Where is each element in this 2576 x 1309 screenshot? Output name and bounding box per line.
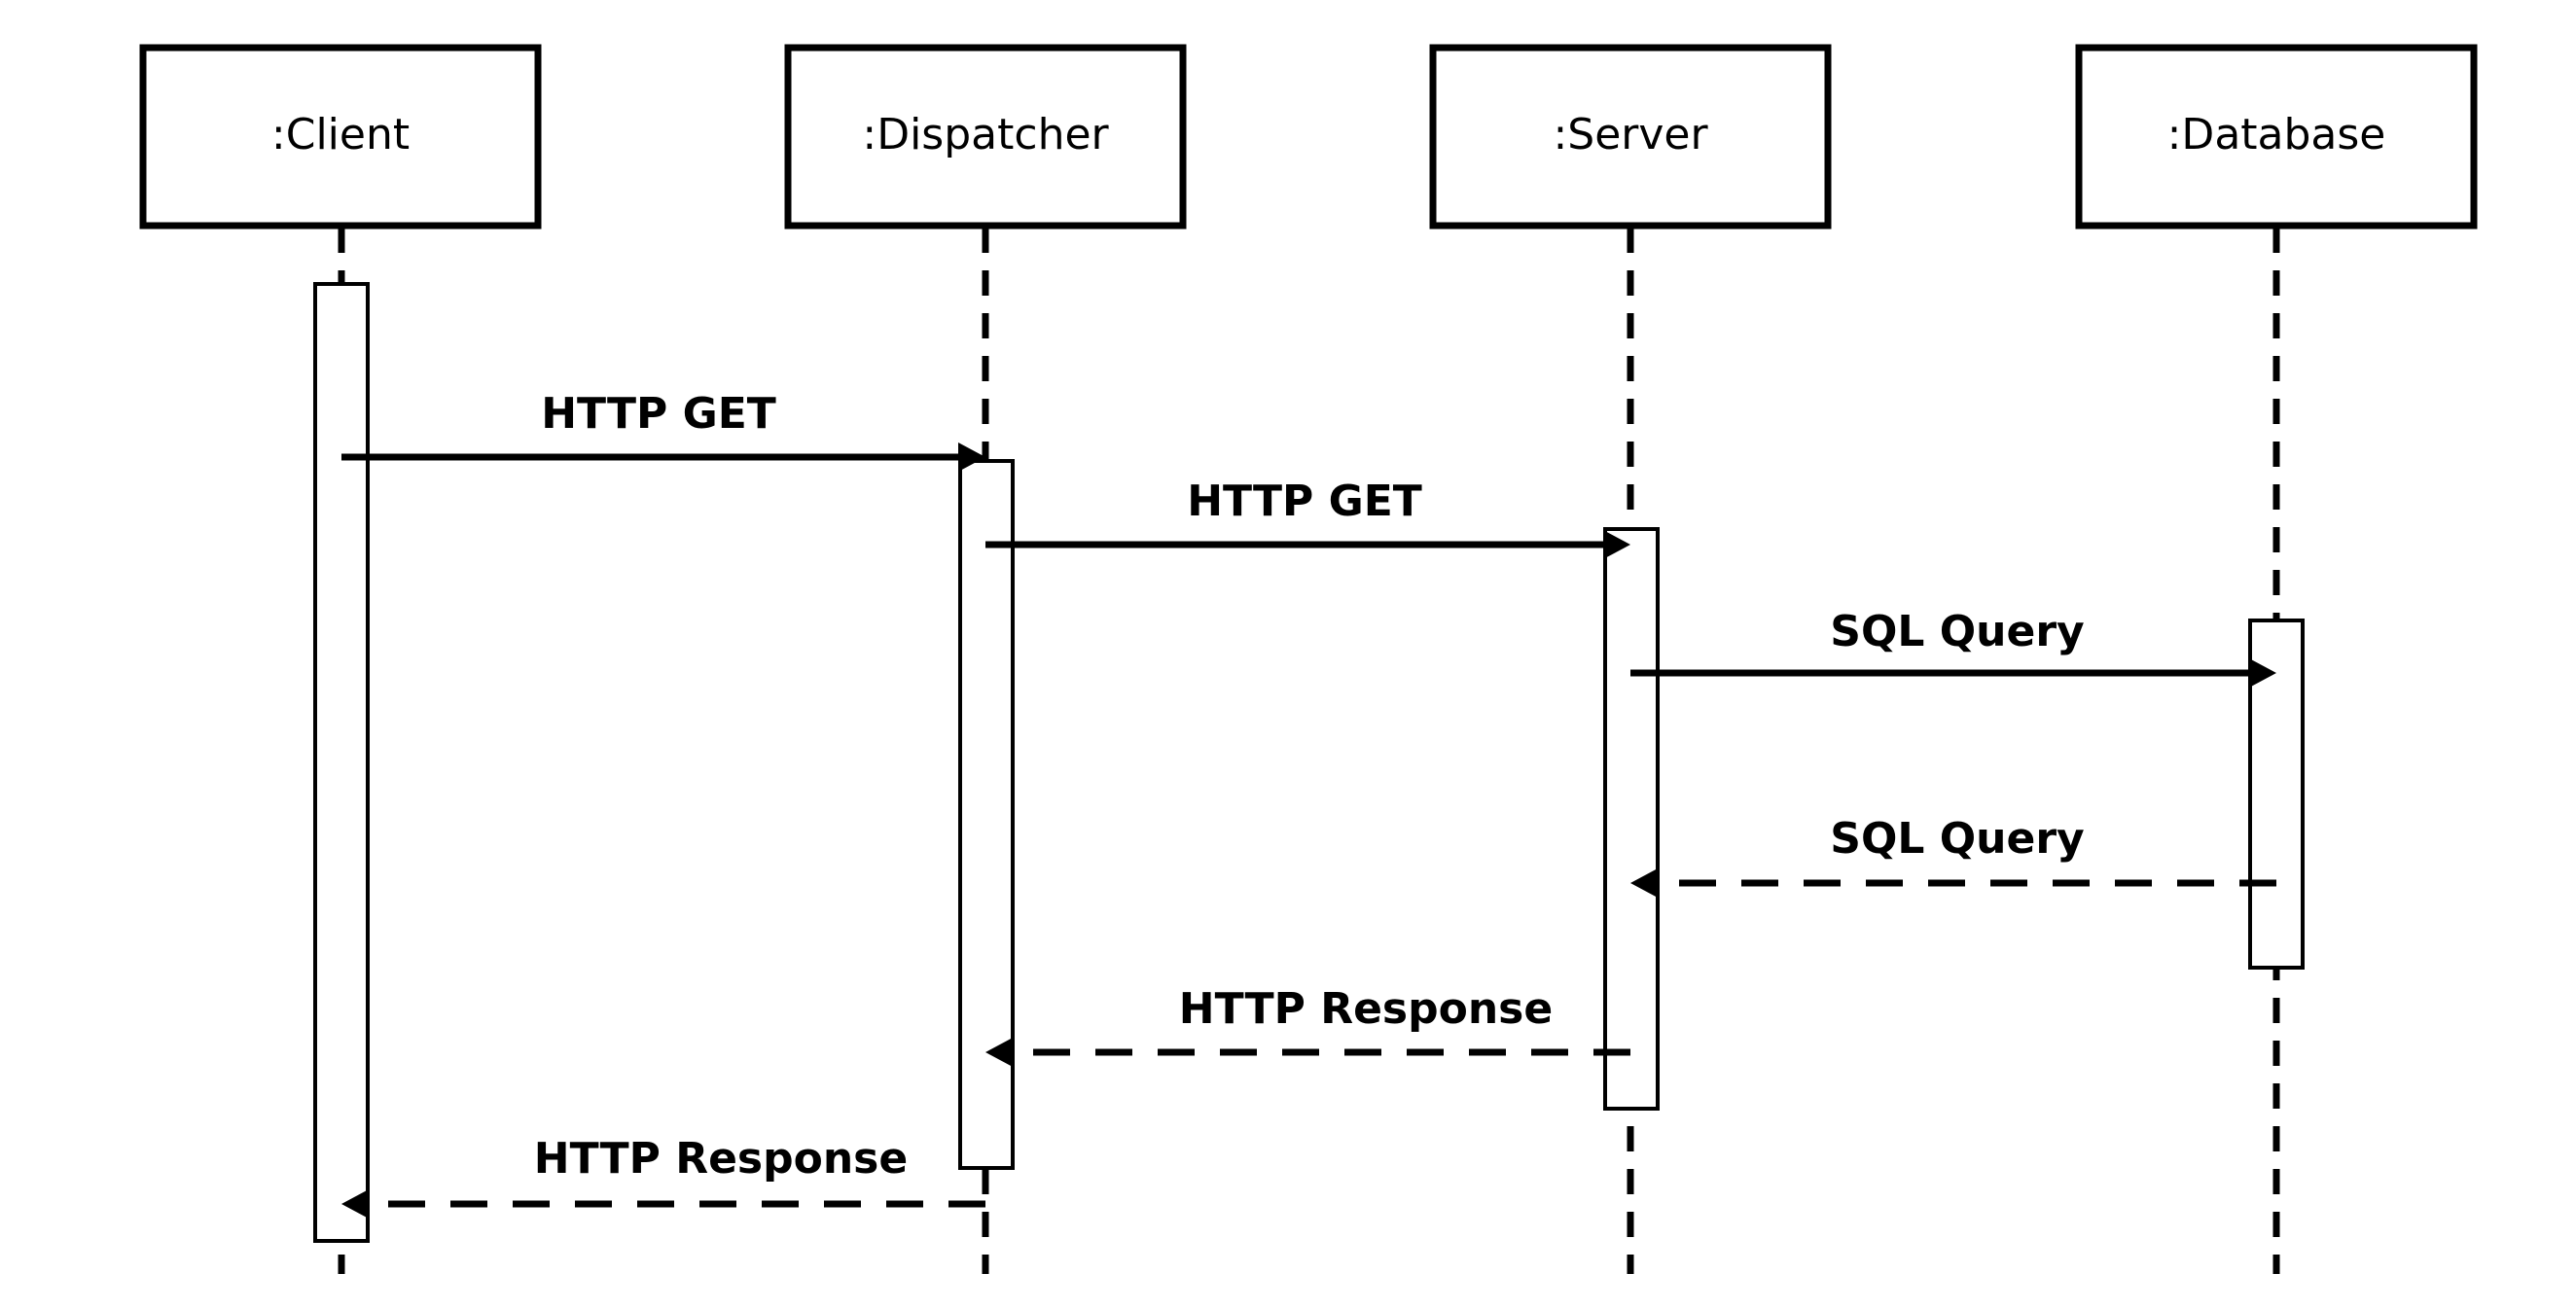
message-dispatcher-to-client: HTTP Response	[341, 1134, 985, 1219]
message-server-to-dispatcher: HTTP Response	[985, 984, 1630, 1067]
arrow-head-right	[1603, 530, 1630, 559]
message-label: HTTP GET	[1187, 477, 1422, 526]
arrow-head-right	[2249, 658, 2276, 688]
participant-server: :Server	[1429, 44, 1832, 230]
participant-server-box	[1429, 44, 1832, 230]
participant-database-box	[2075, 44, 2478, 230]
participant-dispatcher-label: :Dispatcher	[862, 110, 1109, 159]
message-label: HTTP Response	[1179, 984, 1553, 1034]
participant-client-label: :Client	[271, 110, 410, 159]
message-label: SQL Query	[1830, 814, 2084, 864]
participant-server-label: :Server	[1553, 110, 1708, 159]
message-database-to-server: SQL Query	[1630, 814, 2276, 898]
message-server-to-database: SQL Query	[1630, 607, 2276, 688]
participant-client: :Client	[139, 44, 542, 230]
message-label: HTTP GET	[541, 389, 776, 439]
server-activation-bar	[1603, 527, 1660, 1111]
participant-database: :Database	[2075, 44, 2478, 230]
arrow-head-left	[341, 1189, 369, 1219]
participant-database-label: :Database	[2167, 110, 2386, 159]
message-label: SQL Query	[1830, 607, 2084, 656]
participant-dispatcher: :Dispatcher	[784, 44, 1187, 230]
message-dispatcher-to-server: HTTP GET	[985, 477, 1630, 559]
message-label: HTTP Response	[534, 1134, 908, 1184]
arrow-head-left	[1630, 868, 1658, 898]
message-client-to-dispatcher: HTTP GET	[341, 389, 985, 472]
participant-dispatcher-box	[784, 44, 1187, 230]
client-activation-bar	[313, 282, 370, 1243]
arrow-head-right	[958, 442, 985, 472]
participant-client-box	[139, 44, 542, 230]
arrow-head-left	[985, 1038, 1013, 1067]
